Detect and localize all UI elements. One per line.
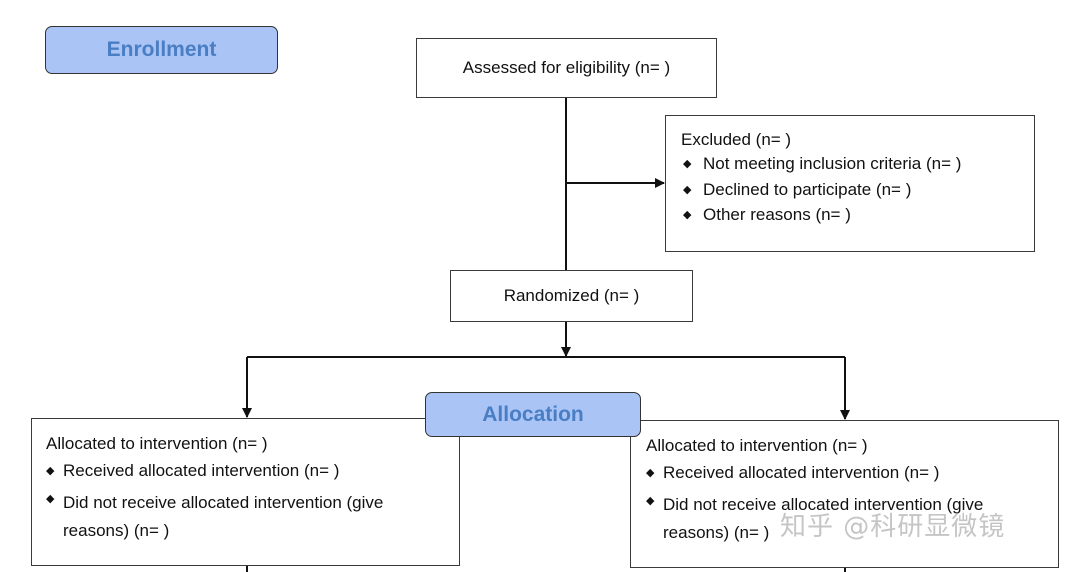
excluded-title: Excluded (n= )	[681, 130, 792, 149]
right-arm-item: ◆ Did not receive allocated intervention…	[646, 491, 1044, 547]
enrollment-label: Enrollment	[45, 26, 278, 74]
bullet-icon: ◆	[46, 492, 55, 505]
assessed-box: Assessed for eligibility (n= )	[416, 38, 717, 98]
bullet-icon: ◆	[646, 494, 655, 507]
excluded-item: ◆ Declined to participate (n= )	[683, 179, 912, 199]
bullet-icon: ◆	[46, 465, 55, 478]
randomized-box: Randomized (n= )	[450, 270, 693, 322]
right-arm-box: Allocated to intervention (n= ) ◆ Receiv…	[630, 420, 1059, 568]
randomized-text: Randomized (n= )	[503, 285, 640, 305]
excluded-item: ◆ Not meeting inclusion criteria (n= )	[683, 154, 962, 174]
allocation-label-text: Allocation	[482, 402, 584, 426]
watermark: 知乎 @科研显微镜	[780, 512, 1006, 542]
assessed-text: Assessed for eligibility (n= )	[462, 57, 671, 77]
bullet-icon: ◆	[683, 158, 692, 171]
left-arm-item: ◆ Did not receive allocated intervention…	[46, 489, 445, 545]
left-arm-item: ◆ Received allocated intervention (n= )	[46, 461, 340, 481]
left-arm-box: Allocated to intervention (n= ) ◆ Receiv…	[31, 418, 460, 566]
bullet-icon: ◆	[683, 209, 692, 222]
right-arm-title: Allocated to intervention (n= )	[646, 436, 868, 455]
allocation-label: Allocation	[425, 392, 641, 437]
enrollment-label-text: Enrollment	[106, 38, 217, 61]
bullet-icon: ◆	[646, 467, 655, 480]
bullet-icon: ◆	[683, 183, 692, 196]
excluded-box: Excluded (n= ) ◆ Not meeting inclusion c…	[665, 115, 1035, 252]
left-arm-title: Allocated to intervention (n= )	[46, 434, 268, 453]
excluded-item: ◆ Other reasons (n= )	[683, 205, 851, 225]
right-arm-item: ◆ Received allocated intervention (n= )	[646, 463, 940, 483]
